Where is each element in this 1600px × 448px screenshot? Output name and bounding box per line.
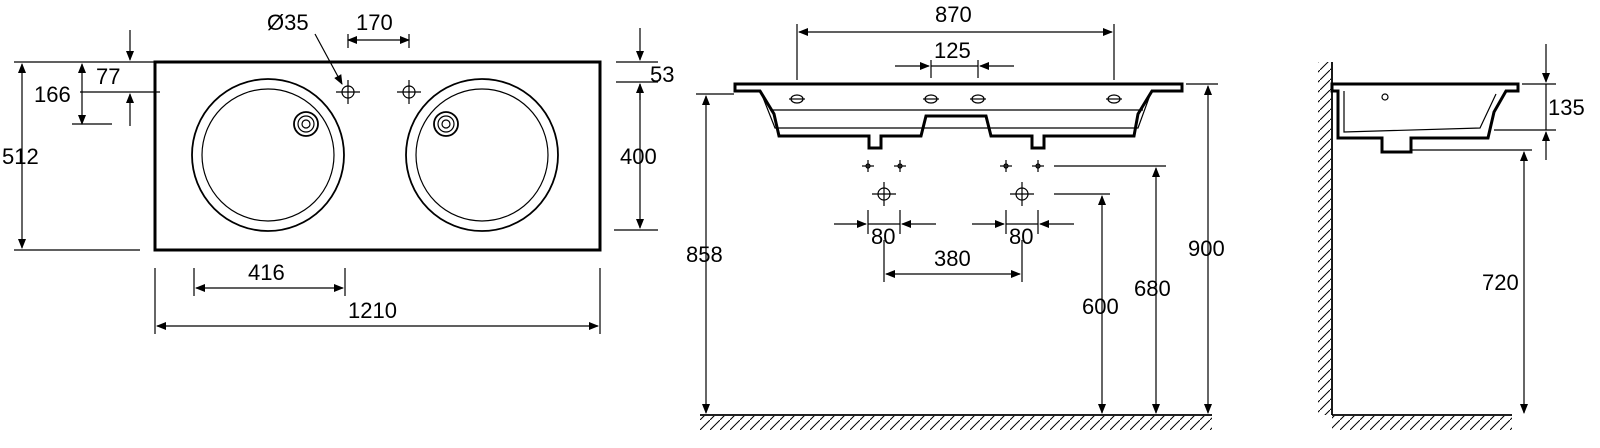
tap-hole-right: [397, 80, 421, 104]
top-view: Ø35 170 77 166 512 53 400: [2, 10, 674, 334]
basin-profile-side: [1330, 82, 1520, 154]
label-tap-spacing: 125: [934, 38, 971, 63]
floor-front: [700, 414, 1212, 430]
left-drain-icon: [293, 111, 319, 137]
label-bowl-width: 416: [248, 260, 285, 285]
label-total-width: 1210: [348, 298, 397, 323]
left-bowl: [191, 78, 345, 232]
side-view: 135 720: [1318, 44, 1585, 430]
label-height-858: 858: [686, 242, 723, 267]
label-drain-spacing: 380: [934, 246, 971, 271]
label-basin-height: 135: [1548, 95, 1585, 120]
front-holes: [789, 94, 1122, 104]
label-hole-to-edge: 166: [34, 82, 71, 107]
label-rim-offset: 53: [650, 62, 674, 87]
waste-marks: [862, 160, 1044, 206]
label-height-600: 600: [1082, 294, 1119, 319]
basin-outline: [153, 60, 602, 252]
label-height-720: 720: [1482, 270, 1519, 295]
basin-profile-front: [733, 82, 1184, 150]
label-hole-offset: 77: [96, 64, 120, 89]
tap-hole-left: [336, 80, 360, 104]
label-hole-diameter: Ø35: [267, 10, 309, 35]
right-bowl: [405, 78, 559, 232]
label-hole-spacing: 170: [356, 10, 393, 35]
label-right-80: 80: [1009, 224, 1033, 249]
right-drain-icon: [433, 111, 459, 137]
label-height-680: 680: [1134, 276, 1171, 301]
label-bowl-depth: 400: [620, 144, 657, 169]
front-view: 870 125 80: [686, 2, 1225, 430]
label-width: 870: [935, 2, 972, 27]
label-left-80: 80: [871, 224, 895, 249]
floor-side: [1332, 414, 1512, 430]
label-height-900: 900: [1188, 236, 1225, 261]
label-depth: 512: [2, 144, 39, 169]
wall: [1318, 62, 1333, 415]
